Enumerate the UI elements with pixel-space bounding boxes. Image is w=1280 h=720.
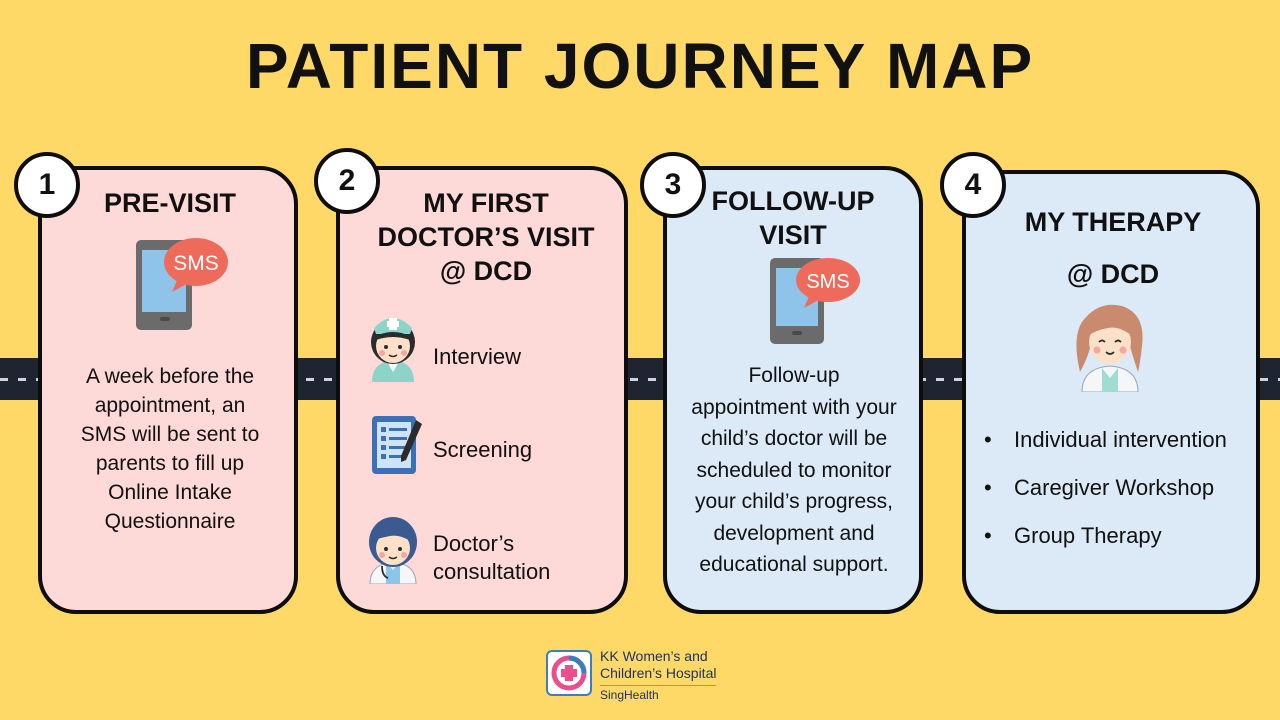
- step-number-badge: 1: [14, 152, 80, 218]
- nurse-icon: [371, 318, 415, 382]
- doctor-icon: [369, 517, 417, 584]
- step-title: MY THERAPY @ DCD: [1024, 207, 1202, 289]
- step-title: PRE-VISIT: [103, 188, 237, 218]
- sms-phone-icon: SMS: [770, 258, 860, 344]
- road-center-line: [0, 378, 1280, 381]
- step-number-badge: 4: [940, 152, 1006, 218]
- svg-text:SMS: SMS: [173, 252, 219, 275]
- clipboard-tablet-icon: [372, 416, 422, 474]
- sms-phone-icon: SMS: [136, 238, 228, 330]
- therapist-icon: [1076, 304, 1143, 392]
- step-description: A week before the appointment, an SMS wi…: [80, 365, 260, 533]
- list-item: •Individual intervention: [984, 427, 1227, 452]
- list-item: •Caregiver Workshop: [984, 475, 1215, 500]
- step-title: FOLLOW-UP VISIT: [711, 186, 875, 250]
- svg-text:SMS: SMS: [806, 271, 849, 293]
- list-item: •Group Therapy: [984, 523, 1162, 548]
- hospital-logo-icon: [546, 650, 592, 696]
- step-card-my-therapy: [962, 170, 1260, 614]
- item-label-screening: Screening: [433, 437, 533, 462]
- step-description: Follow-up appointment with your child’s …: [691, 364, 897, 576]
- therapy-list: •Individual intervention •Caregiver Work…: [984, 416, 1227, 560]
- hospital-logo-text: KK Women’s and Children’s Hospital SingH…: [600, 648, 717, 702]
- step-card-follow-up-visit: [663, 166, 923, 614]
- item-label-interview: Interview: [433, 344, 522, 369]
- step-title: MY FIRST DOCTOR’S VISIT @ DCD: [377, 188, 595, 286]
- item-label-doctor-consultation: Doctor’s consultation: [433, 531, 551, 584]
- step-number-badge: 3: [640, 152, 706, 218]
- page-title: PATIENT JOURNEY MAP: [245, 30, 1035, 102]
- step-number-badge: 2: [314, 148, 380, 214]
